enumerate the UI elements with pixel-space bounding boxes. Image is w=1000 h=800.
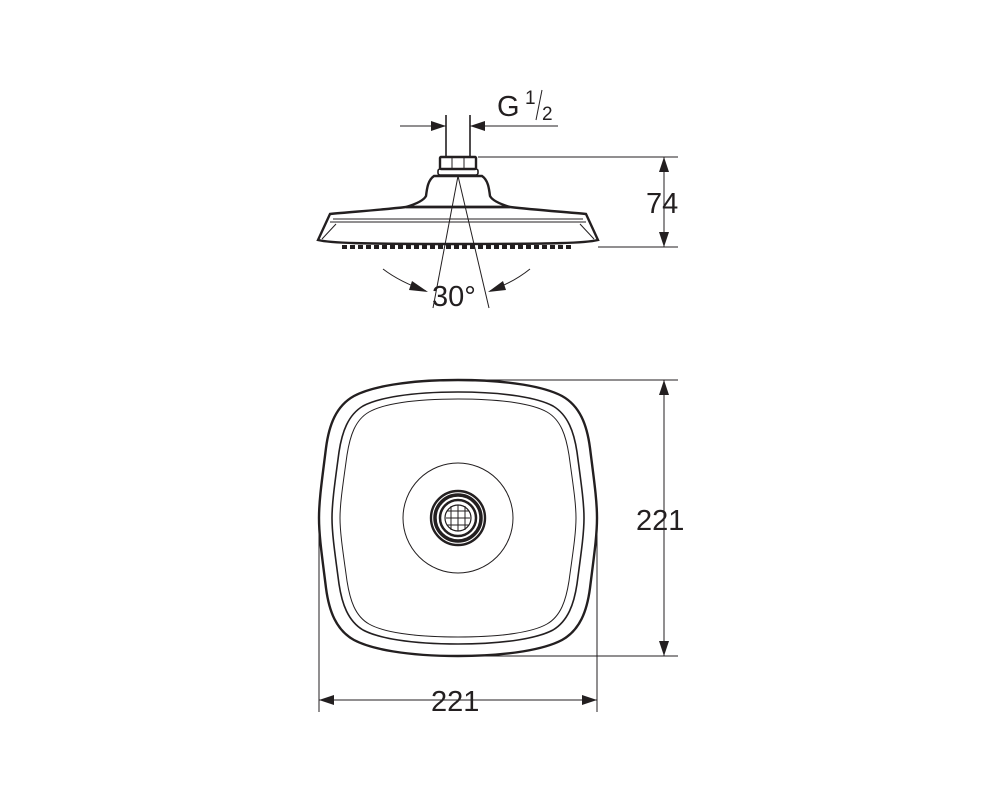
height-dimension: 74 [478,156,678,248]
pipe [445,115,471,157]
top-view: 221 221 [317,378,684,718]
height-label-74: 74 [646,188,678,220]
hex-nut [437,155,479,176]
vertical-dimension: 221 [478,379,684,657]
thread-label-main: G [497,91,520,123]
angle-label-30: 30° [432,281,476,313]
side-view: G 1 2 [316,88,678,313]
center-mesh-icon [446,505,470,531]
thread-fraction-slash [535,89,543,121]
shower-neck [405,174,511,209]
thread-dimension: G 1 2 [400,88,558,131]
thread-label-numerator: 1 [525,88,536,109]
shower-head-body [316,205,600,246]
spray-angle-dimension: 30° [382,175,531,313]
height-label-221: 221 [636,505,684,537]
center-connector [429,489,487,547]
width-label-221: 221 [431,686,479,718]
center-disc [402,462,514,574]
horizontal-dimension: 221 [318,518,598,718]
thread-label-denominator: 2 [542,104,553,125]
shower-plate-outline [317,378,599,658]
